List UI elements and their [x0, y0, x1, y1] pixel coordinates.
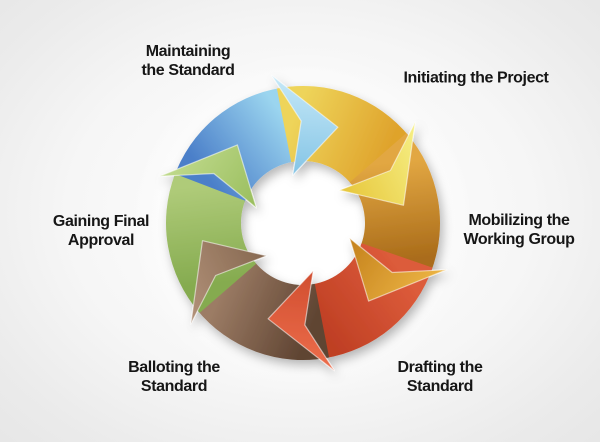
label-line: Maintaining: [145, 43, 231, 60]
label-line: Standard: [406, 378, 474, 395]
arrow-approval-head: [158, 144, 257, 209]
cycle-arrows: [158, 74, 448, 372]
label-balloting-the-standard: Balloting the Standard: [128, 358, 220, 396]
label-gaining-final-approval: Gaining Final Approval: [52, 212, 150, 250]
label-line: Drafting the: [397, 359, 483, 376]
label-line: Approval: [67, 232, 135, 249]
label-line: Working Group: [463, 231, 575, 248]
arrow-initiating-head: [338, 121, 416, 206]
label-line: Initiating the Project: [403, 69, 549, 87]
arrow-balloting-head: [190, 240, 268, 325]
label-line: Standard: [140, 378, 208, 395]
arrow-drafting-head: [267, 270, 335, 372]
label-initiating-the-project: Initiating the Project: [404, 69, 549, 88]
label-line: Balloting the: [128, 359, 220, 376]
arrow-mobilizing-head: [349, 237, 448, 302]
label-mobilizing-the-working-group: Mobilizing the Working Group: [464, 211, 575, 249]
label-line: the Standard: [141, 62, 235, 79]
label-drafting-the-standard: Drafting the Standard: [398, 358, 483, 396]
label-maintaining-the-standard: Maintaining the Standard: [142, 42, 235, 80]
label-line: Gaining Final: [52, 213, 150, 230]
label-line: Mobilizing the: [468, 212, 570, 229]
arrow-maintaining-head: [271, 74, 339, 176]
